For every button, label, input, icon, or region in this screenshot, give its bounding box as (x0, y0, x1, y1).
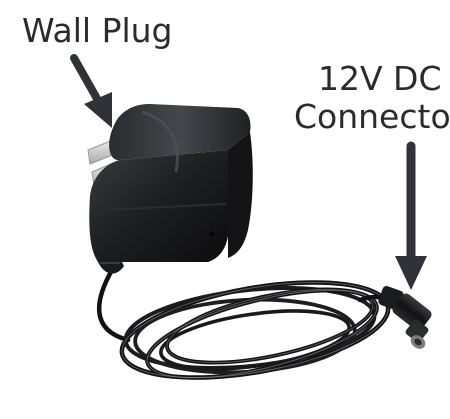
wall-plug-arrow-icon (70, 54, 112, 128)
dc-connector-barrel (378, 285, 432, 349)
dc-connector-label-line2: Connector (294, 97, 450, 136)
adapter-body (89, 104, 253, 262)
dc-connector-arrow-icon (395, 141, 427, 290)
wall-plug-label: Wall Plug (22, 11, 173, 50)
dc-connector-label-line1: 12V DC (318, 59, 442, 98)
cable-coil (96, 267, 391, 380)
